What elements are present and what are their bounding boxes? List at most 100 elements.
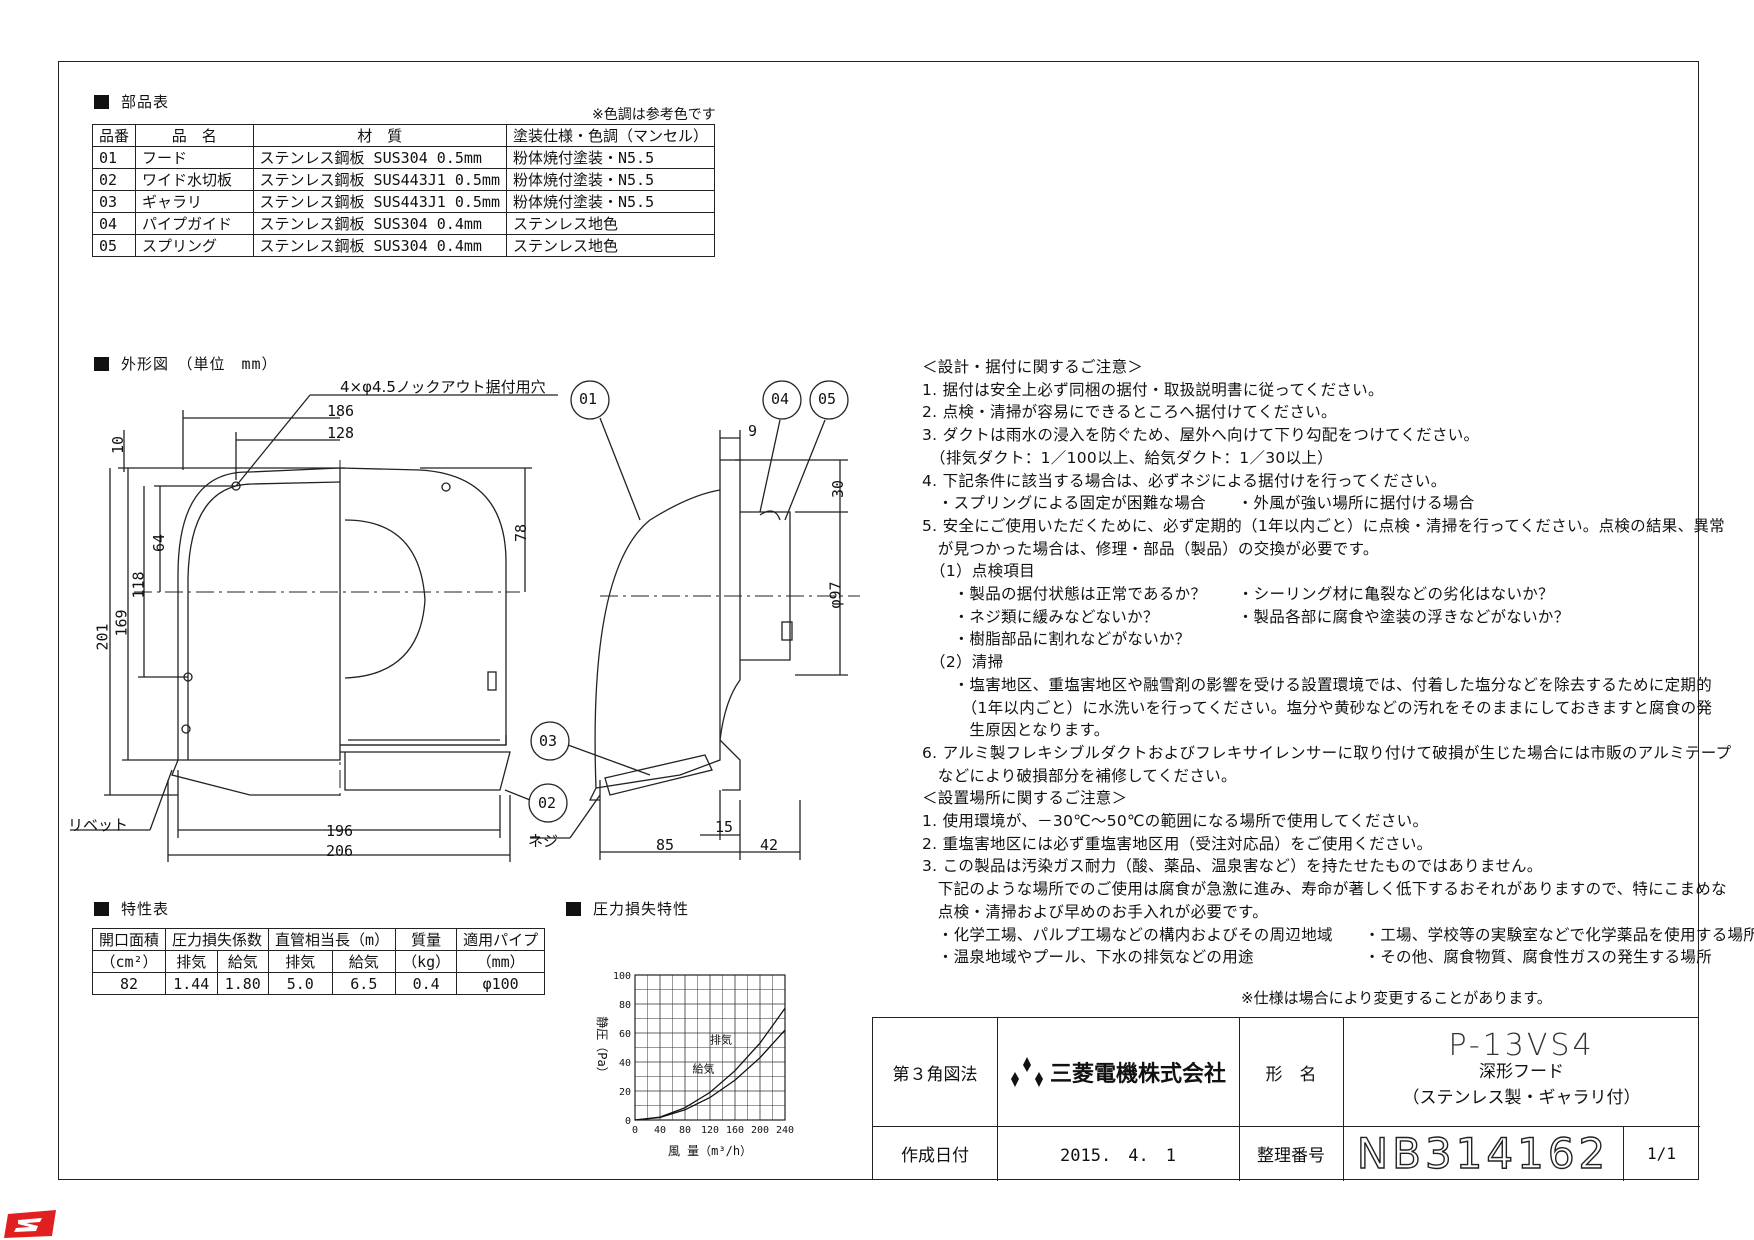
part-finish: 粉体焼付塗装・N5.5 [505, 146, 716, 169]
front-view-opening [344, 519, 426, 679]
front-view-hood-inner [187, 481, 341, 760]
date-value: 2015. 4. 1 [1060, 1146, 1176, 1166]
note-line: ・化学工場、パルプ工場などの構内およびその周辺地域 ・工場、学校等の実験室などで… [922, 925, 1754, 944]
spec-header-cell: 給気 [331, 950, 397, 973]
spec-value: 6.5 [331, 972, 397, 995]
chart-title-text: 圧力損失特性 [593, 900, 690, 918]
chart-section-title: 圧力損失特性 [566, 898, 689, 919]
company-logo: 三菱電機株式会社 [997, 1018, 1239, 1126]
y-tick-label: 80 [619, 1000, 631, 1011]
note-line: 1. 使用環境が、－30℃～50℃の範囲になる場所で使用してください。 [922, 812, 1429, 831]
part-finish: 粉体焼付塗装・N5.5 [505, 168, 716, 191]
note-line: ・塩害地区、重塩害地区や融雪剤の影響を受ける設置環境では、付着した塩分などを除去… [922, 675, 1713, 694]
section-bullet-icon [566, 901, 581, 916]
spec-header-cell: 開口面積 [91, 928, 167, 951]
y-tick-label: 60 [619, 1029, 631, 1040]
product-subname: （ステンレス製・ギャラリ付） [1402, 1088, 1641, 1108]
callout-label-03: 03 [539, 732, 558, 750]
model-number: P-13VS4 [1448, 1028, 1595, 1063]
dim-201: 201 [93, 623, 112, 651]
table-row: 02 ワイド水切板 ステンレス鋼板 SUS443J1 0.5mm 粉体焼付塗装・… [91, 168, 716, 191]
parts-header-cell: 材 質 [252, 124, 507, 147]
rivet-label: リベット [68, 816, 129, 834]
front-view-right [339, 467, 507, 746]
part-finish: ステンレス地色 [505, 234, 716, 257]
dim-42: 42 [760, 836, 779, 854]
spec-header-row-2: （cm²） 排気 給気 排気 給気 （kg） （mm） [91, 950, 546, 973]
projection-method: 第３角図法 [892, 1064, 978, 1085]
callout-01 [570, 380, 610, 420]
note-line: 3. ダクトは雨水の浸入を防ぐため、屋外へ向けて下り勾配をつけてください。 [922, 426, 1480, 445]
part-number: 03 [91, 190, 137, 213]
product-name: 深形フード [1479, 1062, 1564, 1082]
front-view-bottom [340, 735, 511, 791]
mitsubishi-diamonds-icon [1010, 1057, 1043, 1087]
note-line: ・ネジ類に緩みなどないか？ ・製品各部に腐食や塗装の浮きなどがないか？ [922, 607, 1570, 626]
company-name: 三菱電機株式会社 [1049, 1062, 1226, 1087]
series-label: 排気 [710, 1033, 732, 1047]
x-tick-label: 120 [701, 1125, 719, 1136]
dim-118: 118 [129, 571, 148, 599]
section-bullet-icon [94, 94, 109, 109]
note-line: 4. 下記条件に該当する場合は、必ずネジによる据付けを行ってください。 [922, 471, 1447, 490]
spec-header-cell: 適用パイプ [456, 928, 546, 951]
callout-label-01: 01 [579, 390, 598, 408]
parts-header-cell: 品番 [91, 124, 137, 147]
rivet-point [181, 724, 191, 734]
spec-table: 開口面積 圧力損失係数 直管相当長（m） 質量 適用パイプ （cm²） 排気 給… [91, 928, 546, 995]
x-tick-label: 160 [726, 1125, 744, 1136]
spec-value: 1.80 [216, 972, 270, 995]
parts-header-cell: 塗装仕様・色調（マンセル） [505, 124, 716, 147]
note-line: 下記のような場所でのご使用は腐食が急激に進み、寿命が著しく低下するおそれがありま… [922, 880, 1727, 899]
side-view-gallery [604, 754, 713, 796]
part-name: フード [135, 146, 254, 169]
note-line: 1. 据付は安全上必ず同梱の据付・取扱説明書に従ってください。 [922, 380, 1384, 399]
part-number: 01 [91, 146, 137, 169]
x-axis-label: 風 量（m³/h） [668, 1144, 752, 1158]
parts-table: 品番 品 名 材 質 塗装仕様・色調（マンセル） 01 フード ステンレス鋼板 … [91, 124, 716, 257]
part-number: 05 [91, 234, 137, 257]
outline-title-text: 外形図 （単位 mm） [121, 355, 278, 373]
callout-label-05: 05 [818, 390, 837, 408]
note-line: （1）点検項目 [922, 562, 1036, 581]
note-line: 点検・清掃および早めのお手入れが必要です。 [922, 902, 1269, 921]
part-material: ステンレス鋼板 SUS304 0.4mm [252, 234, 507, 257]
front-view-hood [177, 467, 341, 761]
note-line: ＜設計・据付に関するご注意＞ [922, 358, 1144, 376]
note-line: （1年以内ごと）に水洗いを行ってください。塩分や黄砂などの汚れをそのままにしてお… [922, 698, 1713, 717]
dim-phi97: φ97 [826, 581, 845, 609]
x-tick-label: 80 [679, 1125, 691, 1136]
note-line: 5. 安全にご使用いただくために、必ず定期的（1年以内ごと）に点検・清掃を行って… [922, 516, 1725, 535]
note-line: 6. アルミ製フレキシブルダクトおよびフレキサイレンサーに取り付けて破損が生じた… [922, 743, 1732, 762]
part-material: ステンレス鋼板 SUS304 0.5mm [252, 146, 507, 169]
table-row: 82 1.44 1.80 5.0 6.5 0.4 φ100 [91, 972, 546, 995]
sheet-number: 1/1 [1647, 1144, 1676, 1163]
parts-note: ※色調は参考色です [592, 107, 716, 123]
document-number: NB314162 [1356, 1128, 1610, 1178]
note-line: ・製品の据付状態は正常であるか？ ・シーリング材に亀裂などの劣化はないか？ [922, 585, 1554, 604]
dim-30: 30 [829, 479, 848, 499]
dim-78: 78 [512, 523, 531, 543]
series-line [634, 1029, 786, 1121]
part-name: パイプガイド [135, 212, 254, 235]
callout-05 [809, 380, 849, 420]
spec-header-cell: 給気 [216, 950, 270, 973]
screw-label: ネジ [528, 832, 559, 850]
callout-label-02: 02 [538, 794, 557, 812]
notes-block: ＜設計・据付に関するご注意＞ 1. 据付は安全上必ず同梱の据付・取扱説明書に従って… [922, 356, 1754, 969]
part-finish: ステンレス地色 [505, 212, 716, 235]
spec-section-title: 特性表 [94, 898, 169, 919]
y-tick-label: 100 [613, 971, 631, 982]
dim-186: 186 [327, 402, 355, 420]
parts-header-row: 品番 品 名 材 質 塗装仕様・色調（マンセル） [91, 124, 716, 147]
y-tick-label: 40 [619, 1058, 631, 1069]
table-row: 03 ギャラリ ステンレス鋼板 SUS443J1 0.5mm 粉体焼付塗装・N5… [91, 190, 716, 213]
spec-value: 1.44 [165, 972, 218, 995]
brand-mark-icon [4, 1210, 56, 1238]
outline-section-title: 外形図 （単位 mm） [94, 353, 278, 374]
side-view-hood [594, 459, 791, 789]
outline-drawing [70, 380, 860, 862]
spec-header-row-1: 開口面積 圧力損失係数 直管相当長（m） 質量 適用パイプ [91, 928, 546, 951]
callout-04 [762, 380, 802, 420]
